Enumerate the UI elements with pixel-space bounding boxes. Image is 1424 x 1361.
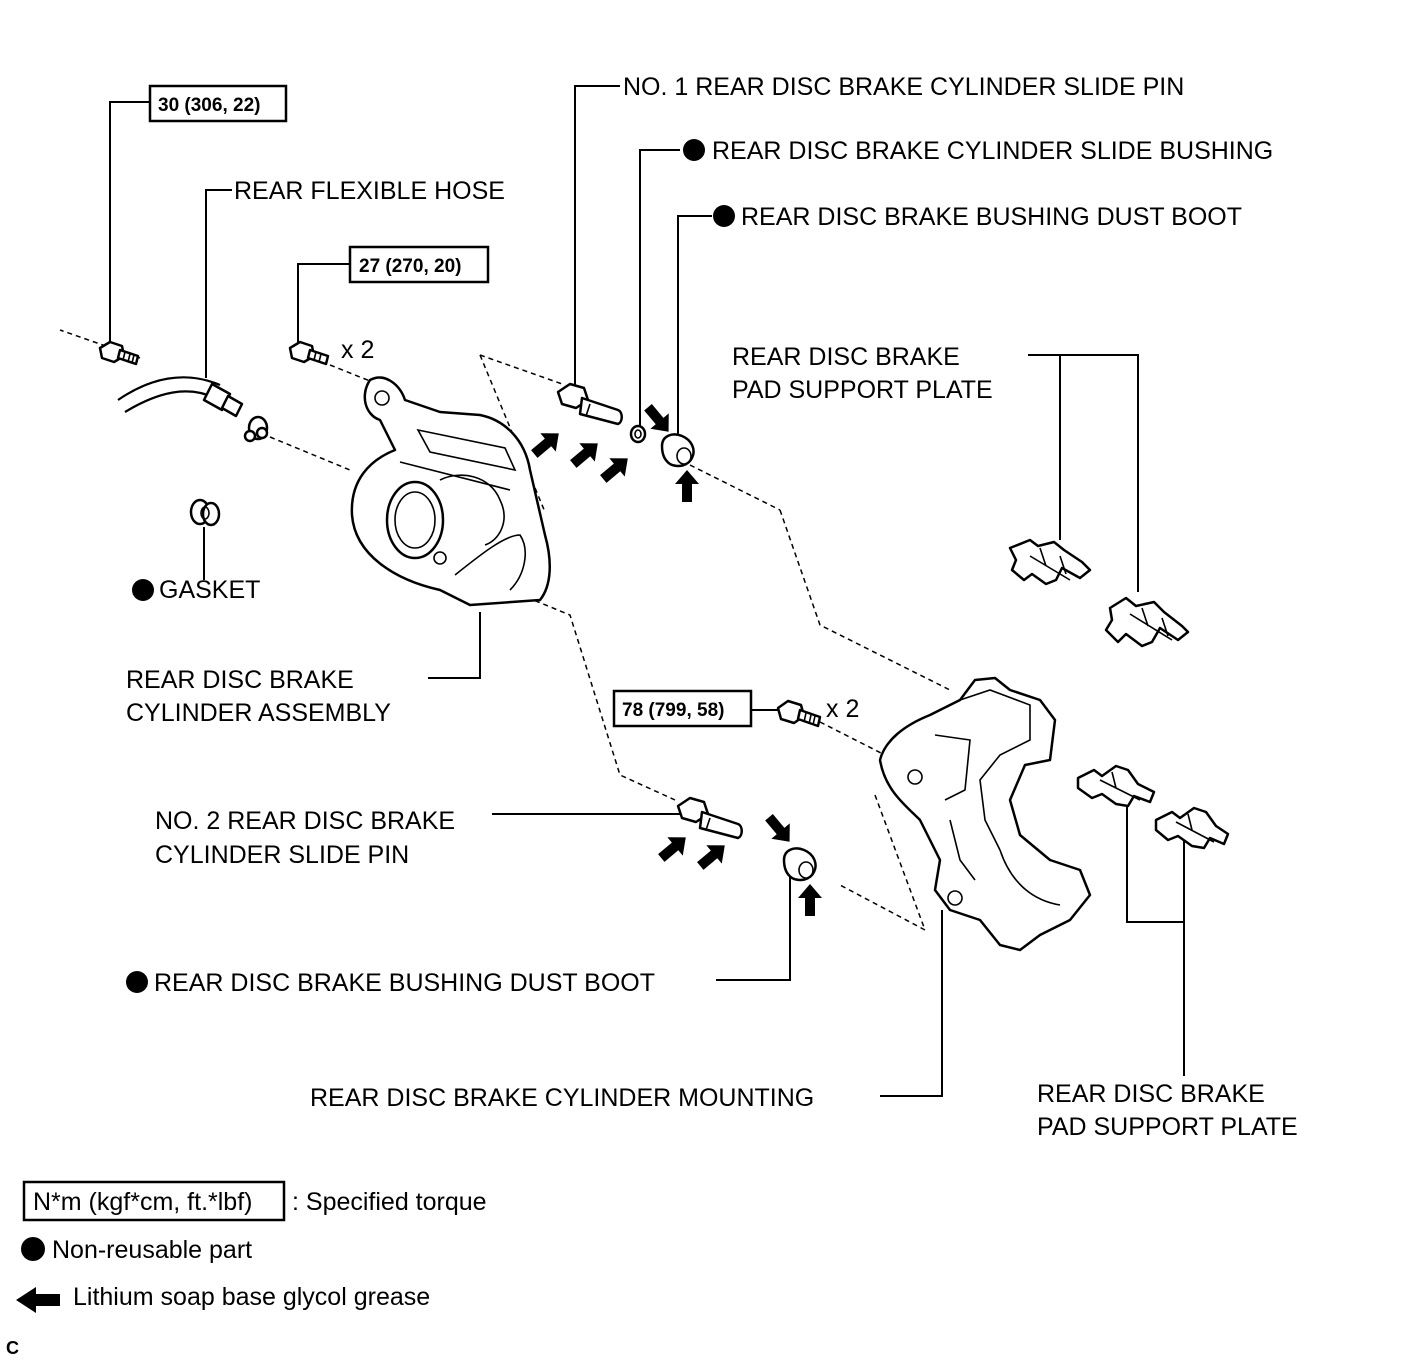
- grease-arrow-icon: [644, 404, 669, 432]
- non-reusable-dot-icon: [683, 139, 705, 161]
- label-rear-flexible-hose: REAR FLEXIBLE HOSE: [234, 177, 505, 205]
- label-cylinder-assembly-1: REAR DISC BRAKE: [126, 666, 354, 694]
- label-cylinder-mounting: REAR DISC BRAKE CYLINDER MOUNTING: [310, 1084, 814, 1112]
- legend-grease: Lithium soap base glycol grease: [73, 1283, 430, 1311]
- grease-arrow-icon: [570, 443, 598, 468]
- torque-box-mounting: [612, 689, 753, 728]
- label-gasket: GASKET: [159, 576, 260, 604]
- grease-arrows: [531, 404, 822, 916]
- torque-box-hose: [148, 84, 288, 123]
- label-cylinder-assembly-2: CYLINDER ASSEMBLY: [126, 699, 391, 727]
- slide-pin-2-icon: [676, 796, 743, 840]
- pad-support-plate-top-icon: [1008, 538, 1190, 648]
- label-pad-support-bottom-2: PAD SUPPORT PLATE: [1037, 1113, 1298, 1141]
- label-dust-boot-bottom: REAR DISC BRAKE BUSHING DUST BOOT: [154, 969, 655, 997]
- torque-box-cylinder: [348, 245, 490, 284]
- label-slide-pin-2-1: NO. 2 REAR DISC BRAKE: [155, 807, 455, 835]
- slide-bushing-icon: [629, 424, 647, 444]
- label-slide-pin-1: NO. 1 REAR DISC BRAKE CYLINDER SLIDE PIN: [623, 73, 1184, 101]
- pad-support-plate-bottom-icon: [1076, 764, 1230, 850]
- legend-dot-icon: [21, 1237, 45, 1261]
- grease-arrow-icon: [531, 433, 559, 458]
- non-reusable-dot-icon: [126, 971, 148, 993]
- legend-nonreusable: Non-reusable part: [52, 1236, 252, 1264]
- torque-hose-bolt: 30 (306, 22): [158, 95, 260, 116]
- label-pad-support-bottom-1: REAR DISC BRAKE: [1037, 1080, 1265, 1108]
- leader-lines: [109, 85, 1185, 1097]
- qty-mounting-bolt: x 2: [826, 695, 859, 723]
- slide-pin-1-icon: [556, 382, 623, 426]
- label-pad-support-top-2: PAD SUPPORT PLATE: [732, 376, 993, 404]
- non-reusable-markers: [126, 139, 735, 993]
- label-slide-bushing: REAR DISC BRAKE CYLINDER SLIDE BUSHING: [712, 137, 1273, 165]
- legend: N*m (kgf*cm, ft.*lbf) : Specified torque…: [6, 1180, 487, 1358]
- dust-boot-top-icon: [660, 433, 695, 468]
- non-reusable-dot-icon: [713, 205, 735, 227]
- dust-boot-bottom-icon: [782, 847, 817, 882]
- cylinder-bolt-icon: [288, 340, 330, 366]
- grease-arrow-icon: [658, 837, 686, 862]
- gasket-icon: [189, 498, 221, 527]
- grease-arrow-icon: [798, 884, 822, 916]
- qty-cylinder-bolt: x 2: [341, 336, 374, 364]
- cylinder-assembly-icon: [350, 376, 551, 607]
- cylinder-mounting-icon: [878, 676, 1092, 952]
- hose-union-bolt-icon: [98, 340, 140, 366]
- legend-torque-unit: N*m (kgf*cm, ft.*lbf): [33, 1188, 252, 1216]
- assembly-lines: [59, 329, 951, 932]
- legend-torque-box: [22, 1180, 286, 1222]
- grease-arrow-icon: [765, 814, 790, 842]
- label-dust-boot-top: REAR DISC BRAKE BUSHING DUST BOOT: [741, 203, 1242, 231]
- grease-arrow-icon: [675, 470, 699, 502]
- corner-mark: C: [6, 1338, 19, 1358]
- legend-torque-desc: : Specified torque: [292, 1188, 487, 1216]
- label-slide-pin-2-2: CYLINDER SLIDE PIN: [155, 841, 409, 869]
- mounting-bolt-icon: [776, 699, 822, 728]
- label-pad-support-top-1: REAR DISC BRAKE: [732, 343, 960, 371]
- flexible-hose-icon: [117, 376, 269, 443]
- non-reusable-dot-icon: [132, 579, 154, 601]
- grease-arrow-icon: [600, 458, 628, 483]
- legend-arrow-icon: [16, 1287, 60, 1313]
- torque-mounting-bolt: 78 (799, 58): [622, 700, 724, 721]
- grease-arrow-icon: [697, 845, 725, 870]
- torque-cylinder-bolt: 27 (270, 20): [359, 256, 461, 277]
